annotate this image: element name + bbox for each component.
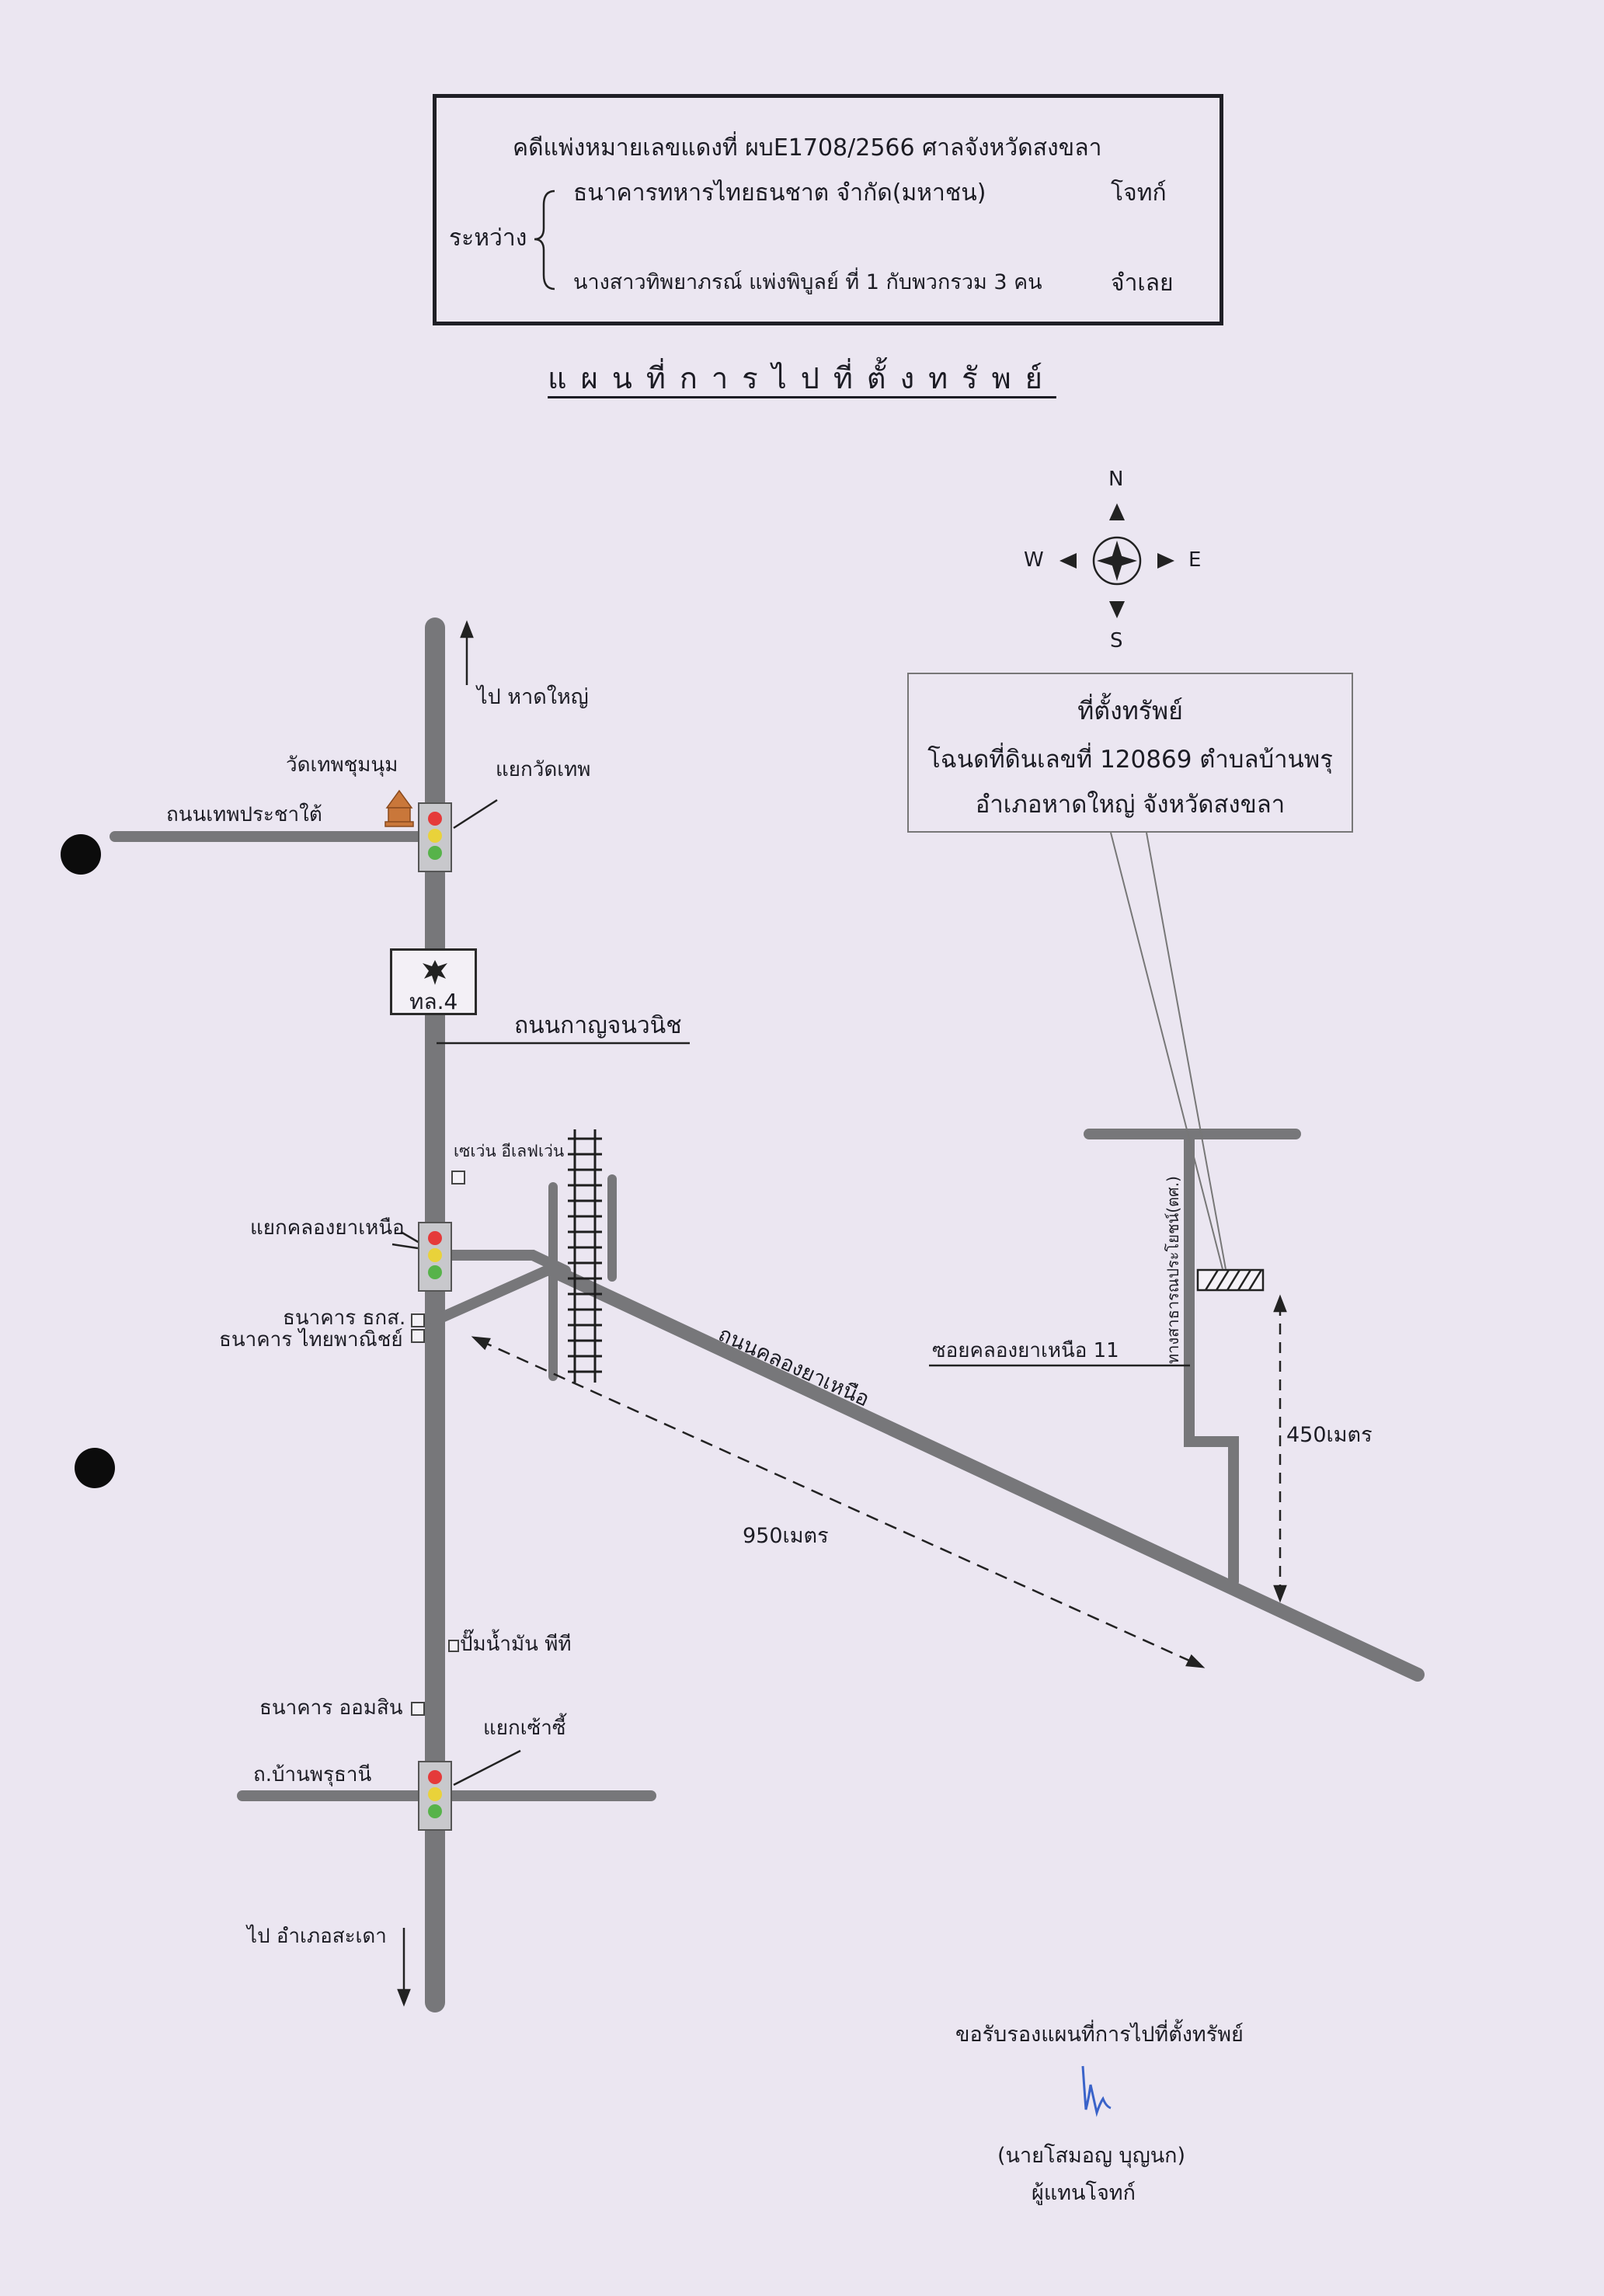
case-header-box: คดีแพ่งหมายเลขแดงที่ ผบE1708/2566 ศาลจัง…: [433, 94, 1223, 325]
compass-n: N: [1108, 468, 1124, 491]
highway-number: ทล.4: [409, 989, 458, 1014]
arrow-to-sadao-icon: [397, 1928, 411, 2007]
label-dist-950: 950เมตร: [743, 1524, 829, 1548]
arrow-to-hatyai-icon: [460, 620, 474, 685]
bank-baac-marker: [411, 1313, 425, 1327]
distance-950-arrow: [471, 1336, 1206, 1668]
compass-w: W: [1024, 548, 1044, 572]
label-sao-junction: แยกเซ้าซี้: [483, 1717, 566, 1740]
label-khlong-junction: แยกคลองยาเหนือ: [250, 1216, 405, 1240]
label-to-hatyai: ไป หาดใหญ่: [477, 685, 589, 709]
label-wat-junction: แยกวัดเทพ: [496, 758, 591, 781]
brace-icon: [534, 190, 555, 290]
callout-leader: [1110, 832, 1226, 1270]
traffic-light-khlong-icon: [418, 1222, 452, 1292]
compass-e: E: [1188, 548, 1202, 572]
label-soi: ซอยคลองยาเหนือ 11: [932, 1339, 1119, 1362]
certify-text: ขอรับรองแผนที่การไปที่ตั้งทรัพย์: [955, 2023, 1244, 2047]
callout-district: อำเภอหาดใหญ่ จังหวัดสงขลา: [975, 791, 1286, 819]
property-parcel: [1196, 1268, 1265, 1292]
callout-title: ที่ตั้งทรัพย์: [1077, 696, 1183, 725]
ptt-marker: [448, 1640, 459, 1652]
traffic-light-sao-icon: [418, 1761, 452, 1831]
label-dist-450: 450เมตร: [1286, 1423, 1373, 1447]
callout-deed: โฉนดที่ดินเลขที่ 120869 ตำบลบ้านพรุ: [927, 746, 1333, 774]
bank-gsb-marker: [411, 1702, 425, 1716]
defendant-name: นางสาวทิพยาภรณ์ แพ่งพิบูลย์ ที่ 1 กับพวก…: [573, 270, 1042, 294]
railway-icon: [568, 1129, 602, 1383]
defendant-role: จำเลย: [1111, 270, 1174, 297]
compass-s: S: [1110, 629, 1123, 652]
property-callout: ที่ตั้งทรัพย์ โฉนดที่ดินเลขที่ 120869 ตำ…: [907, 673, 1353, 833]
label-wat-name: วัดเทพชุมนุม: [286, 753, 398, 777]
label-ptt: ปั๊มน้ำมัน พีที: [460, 1633, 572, 1656]
sao-leader: [453, 1749, 521, 1786]
signer-name: (นายโสมอญ บุญนก): [997, 2144, 1186, 2168]
punch-hole-top: [61, 834, 101, 875]
between-label: ระหว่าง: [449, 224, 527, 252]
plaintiff-role: โจทก์: [1111, 179, 1167, 207]
khlong-connector-lower: [430, 1264, 555, 1326]
seven-leader: [391, 1243, 419, 1250]
map-title: แผนที่การไปที่ตั้งทรัพย์: [548, 361, 1056, 395]
label-bank-scb: ธนาคาร ไทยพาณิชย์: [219, 1328, 403, 1352]
label-seven-eleven: เซเว่น อีเลฟเว่น: [454, 1142, 565, 1160]
label-main-road: ถนนกาญจนวนิช: [514, 1012, 682, 1039]
temple-icon: [384, 789, 414, 827]
wat-leader: [453, 798, 498, 830]
label-to-sadao: ไป อำเภอสะเดา: [247, 1925, 387, 1948]
label-thep-road: ถนนเทพประชาใต้: [166, 803, 322, 826]
highway-sign: ทล.4: [390, 948, 477, 1015]
soi-branch-line: [1184, 1130, 1239, 1587]
punch-hole-bottom: [75, 1448, 115, 1488]
label-bank-gsb: ธนาคาร ออมสิน: [259, 1696, 403, 1720]
traffic-light-wat-icon: [418, 802, 452, 872]
khlong-road-line: [543, 1262, 1425, 1682]
signature-scribble: [1081, 2065, 1112, 2117]
plaintiff-name: ธนาคารทหารไทยธนชาต จำกัด(มหาชน): [573, 179, 986, 207]
signer-role: ผู้แทนโจทก์: [1032, 2181, 1136, 2205]
seven-eleven-marker: [451, 1171, 465, 1185]
case-number: คดีแพ่งหมายเลขแดงที่ ผบE1708/2566 ศาลจัง…: [513, 134, 1102, 162]
label-public-way: ทางสาธารณประโยชน์(ตศ.): [1164, 1176, 1182, 1364]
distance-450-arrow: [1273, 1294, 1287, 1603]
bank-scb-marker: [411, 1329, 425, 1343]
garuda-icon: [423, 960, 447, 985]
label-phru-road: ถ.บ้านพรุธานี: [253, 1763, 372, 1786]
label-bank-baac: ธนาคาร ธกส.: [283, 1306, 406, 1330]
khlong-leader: [400, 1230, 420, 1244]
compass-icon: [1059, 503, 1174, 618]
